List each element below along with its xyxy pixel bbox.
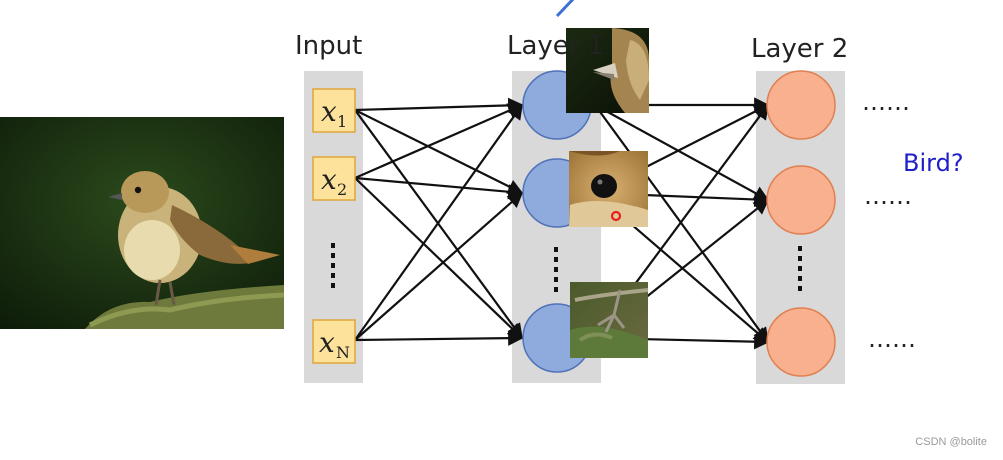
watermark: CSDN @bolite: [915, 436, 987, 448]
svg-text:x: x: [321, 163, 337, 196]
bird-foot-crop: [570, 282, 649, 358]
bird-beak-crop: [566, 28, 649, 113]
input-layer-label: Input: [295, 31, 362, 61]
input-node-x2: x 2: [312, 156, 356, 201]
edges-input-layer1: [354, 97, 524, 346]
bird-photo: [0, 117, 285, 329]
input-node-x1: x 1: [312, 88, 356, 133]
svg-text:2: 2: [337, 180, 347, 199]
output-label: Bird?: [903, 149, 964, 177]
layer1-label: Layer 1: [507, 31, 604, 61]
bird-eye-crop: [569, 151, 648, 227]
svg-text:x: x: [321, 95, 337, 128]
layer2-ellipsis-1: ……: [862, 88, 910, 116]
layer2-ellipsis-2: ……: [864, 182, 912, 210]
layer2-ellipsis-3: ……: [868, 325, 916, 353]
svg-text:1: 1: [337, 112, 347, 131]
svg-text:N: N: [336, 343, 350, 362]
layer2-node-2: [766, 165, 836, 235]
layer2-label: Layer 2: [751, 34, 848, 64]
highlight-marker: [610, 210, 622, 222]
layer2-node-3: [766, 307, 836, 377]
layer2-vertical-ellipsis: [798, 246, 802, 291]
input-vertical-ellipsis: [331, 243, 335, 288]
accent-stroke: [555, 0, 575, 18]
svg-text:x: x: [319, 326, 335, 359]
layer1-vertical-ellipsis: [554, 247, 558, 292]
input-node-xn: x N: [312, 319, 356, 364]
layer2-node-1: [766, 70, 836, 140]
